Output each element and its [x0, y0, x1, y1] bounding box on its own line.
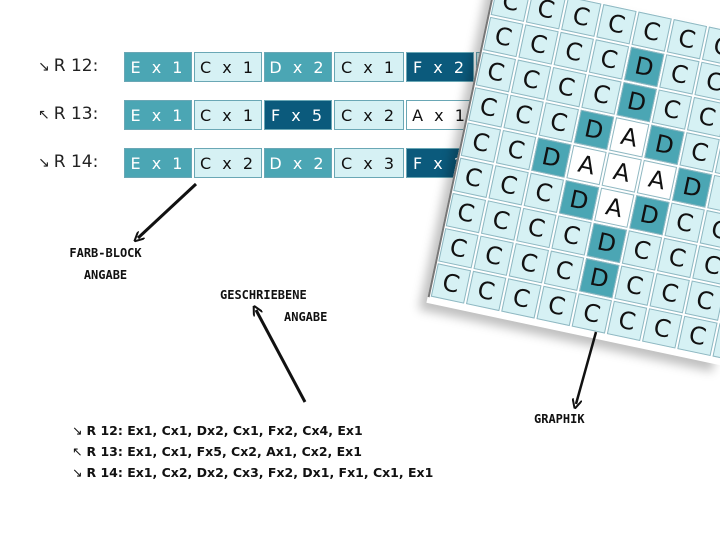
- color-block: C x 2: [334, 100, 404, 130]
- color-block: D x 2: [264, 52, 332, 82]
- written-line: ↘R 12: Ex1, Cx1, Dx2, Cx1, Fx2, Cx4, Ex1: [72, 420, 433, 441]
- color-block: D x 2: [264, 148, 332, 178]
- written-line: ↖R 13: Ex1, Cx1, Fx5, Cx2, Ax1, Cx2, Ex1: [72, 441, 433, 462]
- row-label-text: R 14:: [53, 152, 99, 172]
- color-block: E x 1: [124, 148, 192, 178]
- direction-arrow-icon: ↘: [72, 465, 83, 480]
- geschriebene-line2: ANGABE: [284, 310, 328, 324]
- direction-arrow-icon: ↘: [38, 59, 50, 75]
- written-line: ↘R 14: Ex1, Cx2, Dx2, Cx3, Fx2, Dx1, Fx1…: [72, 462, 433, 483]
- row-label-text: R 13:: [53, 104, 99, 124]
- geschriebene-label: GESCHRIEBENE ANGABE: [220, 284, 360, 328]
- color-block: C x 2: [194, 148, 262, 178]
- graphik-label: GRAPHIK: [534, 412, 585, 426]
- direction-arrow-icon: ↘: [72, 423, 83, 438]
- color-block: C x 1: [334, 52, 404, 82]
- color-block: C x 3: [334, 148, 404, 178]
- color-block: E x 1: [124, 100, 192, 130]
- direction-arrow-icon: ↖: [38, 107, 50, 123]
- color-block: A x 1: [406, 100, 474, 130]
- color-block: F x 5: [264, 100, 332, 130]
- farb-block-line1: FARB-BLOCK: [69, 246, 142, 260]
- row-label: ↘R 12:: [38, 56, 98, 76]
- row-label-text: R 12:: [53, 56, 99, 76]
- color-block: F x 2: [406, 52, 474, 82]
- arrow-to-written: [256, 310, 307, 403]
- color-block: E x 1: [124, 52, 192, 82]
- written-text: R 14: Ex1, Cx2, Dx2, Cx3, Fx2, Dx1, Fx1,…: [86, 465, 434, 480]
- geschriebene-line1: GESCHRIEBENE: [220, 288, 307, 302]
- direction-arrow-icon: ↘: [38, 155, 50, 171]
- arrow-to-color-blocks: [138, 182, 198, 238]
- written-text: R 12: Ex1, Cx1, Dx2, Cx1, Fx2, Cx4, Ex1: [86, 423, 363, 438]
- row-label: ↖R 13:: [38, 104, 98, 124]
- row-label: ↘R 14:: [38, 152, 98, 172]
- written-instructions: ↘R 12: Ex1, Cx1, Dx2, Cx1, Fx2, Cx4, Ex1…: [72, 420, 433, 483]
- color-block: C x 1: [194, 100, 262, 130]
- direction-arrow-icon: ↖: [72, 444, 83, 459]
- arrow-to-graphic: [576, 331, 598, 404]
- written-text: R 13: Ex1, Cx1, Fx5, Cx2, Ax1, Cx2, Ex1: [86, 444, 362, 459]
- farb-block-line2: ANGABE: [83, 268, 128, 282]
- farb-block-label: FARB-BLOCK ANGABE: [48, 242, 163, 286]
- color-block: C x 1: [194, 52, 262, 82]
